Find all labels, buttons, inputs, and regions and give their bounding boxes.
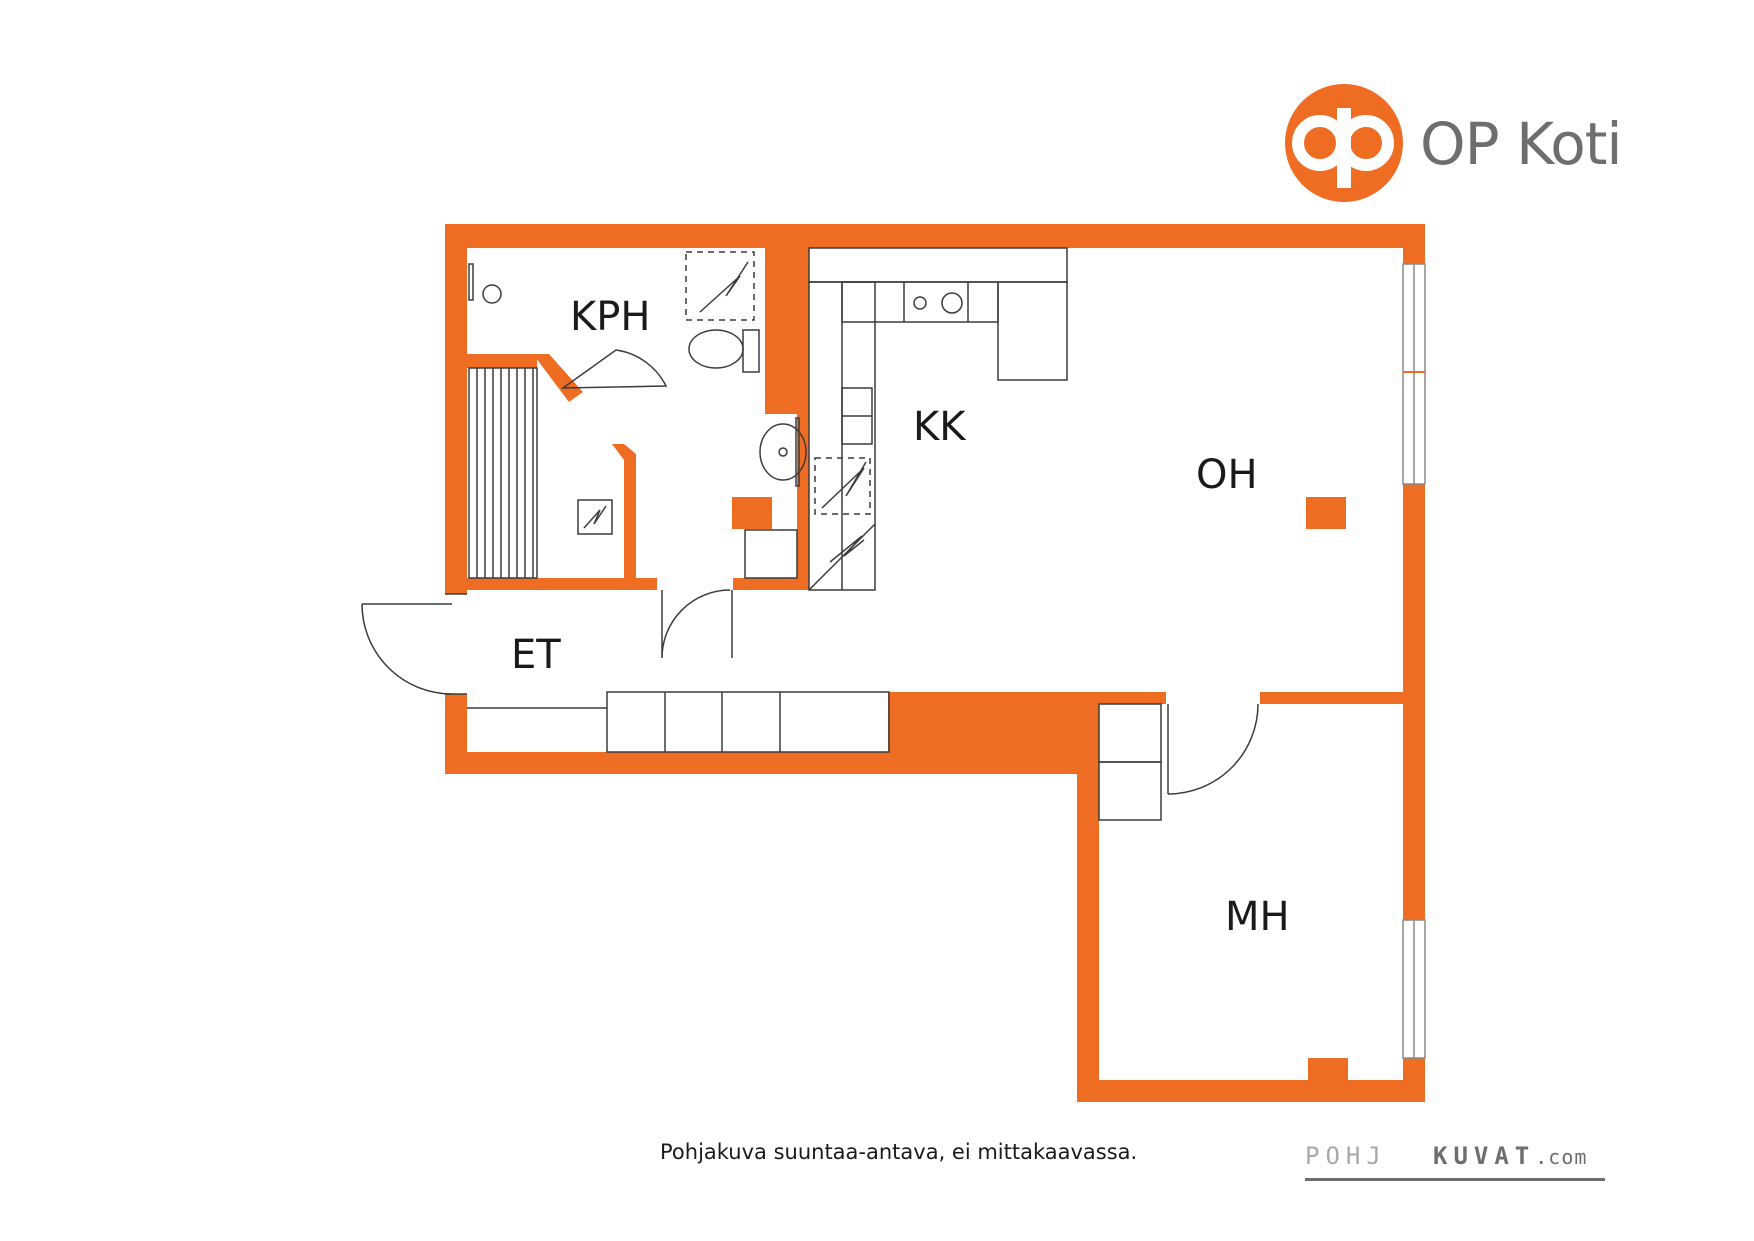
- op-logo-icon: [1285, 84, 1403, 202]
- room-label-kk: KK: [913, 404, 967, 450]
- room-label-oh: OH: [1196, 452, 1258, 498]
- watermark-right: KUVAT.com: [1433, 1142, 1587, 1170]
- logo-wordmark: OP Koti: [1420, 110, 1623, 178]
- watermark-left: POHJ: [1305, 1142, 1387, 1170]
- room-label-mh: MH: [1225, 894, 1290, 940]
- pohjakuvat-watermark: POHJ KUVAT.com: [1305, 1140, 1605, 1182]
- room-label-kph: KPH: [570, 294, 650, 340]
- watermark-underline: [1305, 1178, 1605, 1181]
- room-label-et: ET: [511, 632, 561, 678]
- disclaimer-text: Pohjakuva suuntaa-antava, ei mittakaavas…: [660, 1140, 1138, 1164]
- fixtures: [361, 247, 1259, 821]
- windows: [1402, 263, 1426, 1059]
- watermark-right-text: KUVAT: [1433, 1142, 1536, 1170]
- walls: [445, 224, 1425, 1102]
- watermark-suffix: .com: [1535, 1145, 1588, 1169]
